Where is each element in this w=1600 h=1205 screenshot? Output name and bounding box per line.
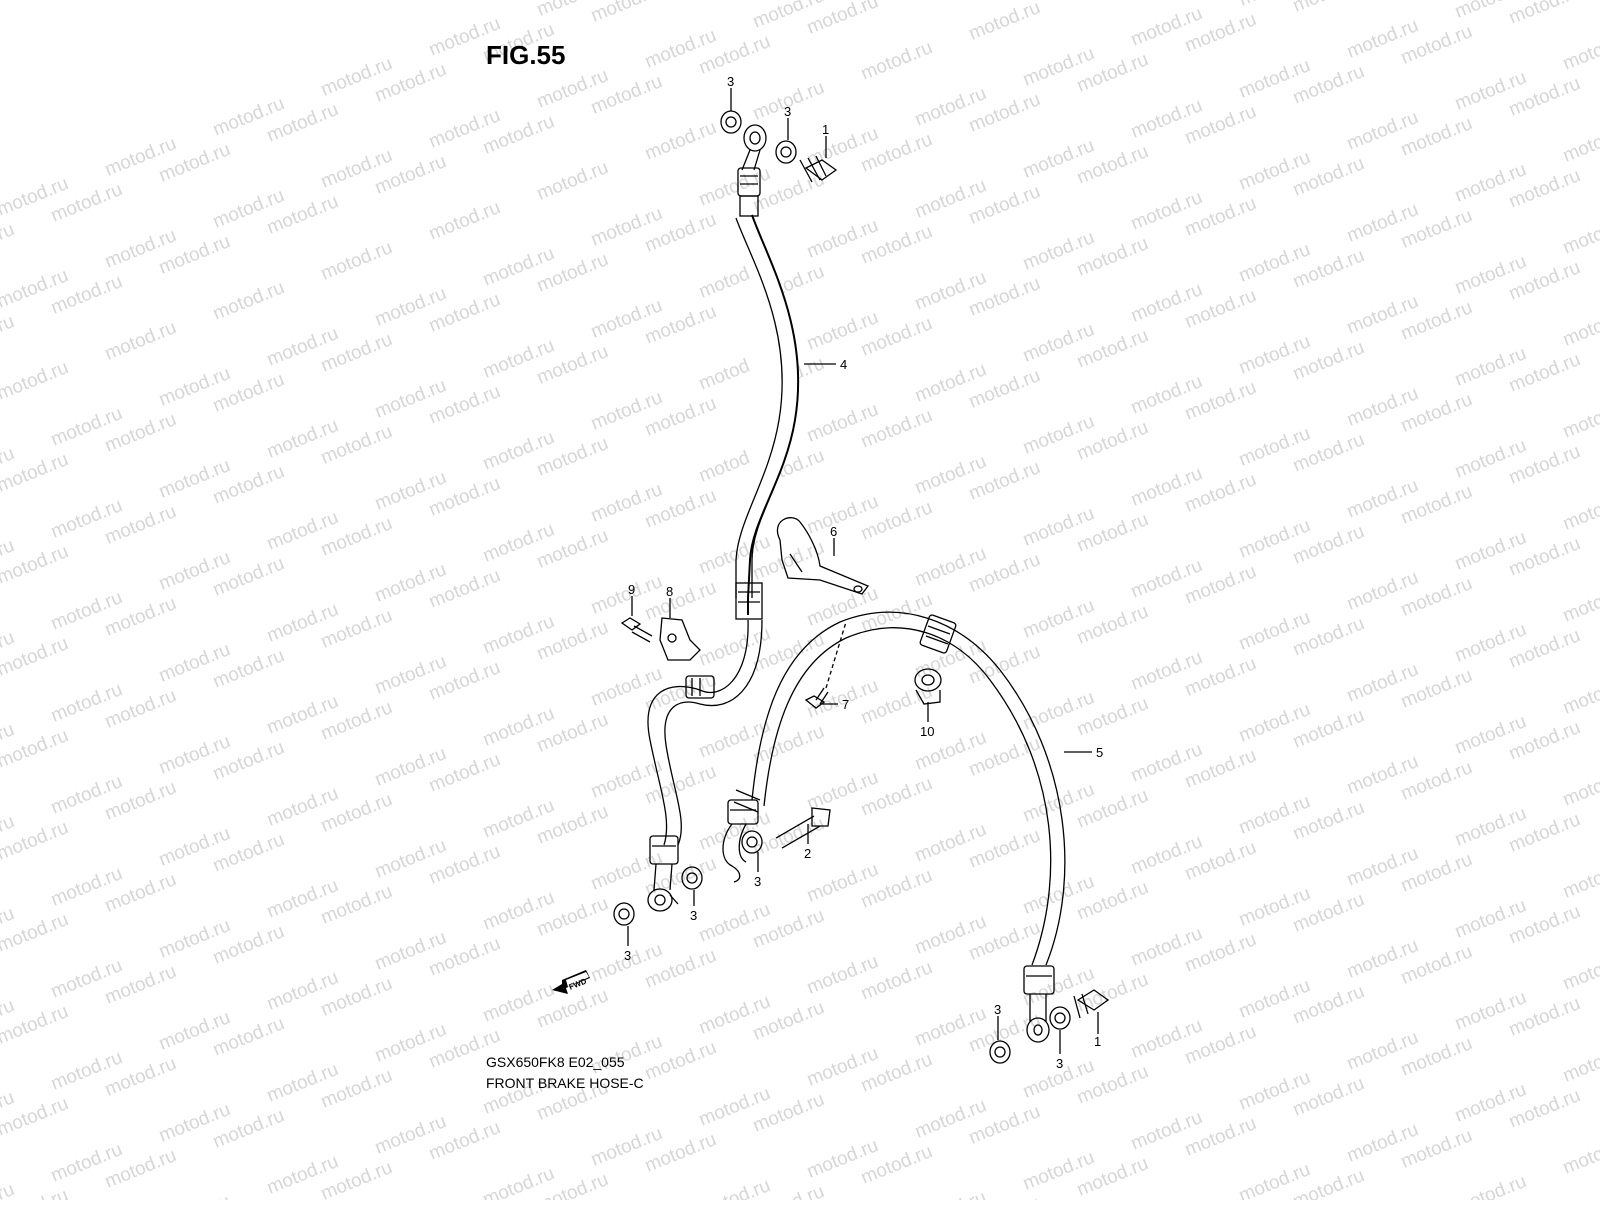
callout-1: 1 <box>1094 1034 1101 1049</box>
callout-3: 3 <box>690 908 697 923</box>
callout-3: 3 <box>1056 1056 1063 1071</box>
watermark-text: motod.ru <box>1560 395 1600 443</box>
clamp-bolt <box>804 621 847 709</box>
bracket-bolt <box>620 617 653 643</box>
watermark-text: motod.ru <box>0 311 17 359</box>
watermark-text: motod.ru <box>0 219 17 267</box>
callout-10: 10 <box>920 724 934 739</box>
union-bolt-bottom <box>1073 989 1110 1019</box>
union-bolt-middle <box>775 807 831 849</box>
watermark-text: motod.ru <box>1560 671 1600 719</box>
figure-caption: FRONT BRAKE HOSE-C <box>486 1075 644 1091</box>
watermark-text: motod.ru <box>534 157 611 205</box>
callout-3: 3 <box>727 74 734 89</box>
watermark-text: motod.ru <box>1560 303 1600 351</box>
callout-4: 4 <box>840 357 847 372</box>
watermark-text: motod.ru <box>912 1187 989 1200</box>
watermark-text: motod.ru <box>1074 0 1151 5</box>
callout-7: 7 <box>842 697 849 712</box>
callout-leaders <box>627 88 1099 1054</box>
callout-3: 3 <box>994 1002 1001 1017</box>
callout-6: 6 <box>830 524 837 539</box>
callout-numbers: 3 3 1 4 6 9 8 7 10 5 2 3 3 3 3 3 1 <box>624 74 1103 1071</box>
left-caliper-hose <box>647 619 763 912</box>
watermark-text: motod.ru <box>1560 579 1600 627</box>
watermark-text: motod.ru <box>1560 119 1600 167</box>
watermark-text: motod.ru <box>1452 1171 1529 1200</box>
callout-8: 8 <box>666 584 673 599</box>
watermark-text: motod.ru <box>210 277 287 325</box>
watermark-text: motod.ru <box>966 0 1043 45</box>
upper-brake-hose <box>735 124 800 620</box>
watermark-text: motod.ru <box>588 0 665 27</box>
figure-title: FIG.55 <box>486 40 566 70</box>
model-code: GSX650FK8 E02_055 <box>486 1054 625 1070</box>
watermark-text: motod.ru <box>0 1179 17 1200</box>
watermark-text: motod.ru <box>642 117 719 165</box>
watermark-text: motod.ru <box>696 1175 773 1200</box>
watermark-text: motod.ru <box>426 197 503 245</box>
watermark-text: motod.ru <box>156 1191 233 1200</box>
watermark-text: motod.ru <box>1560 947 1600 995</box>
watermark-text: motod.ru <box>0 357 71 405</box>
hose-clamp <box>777 517 870 595</box>
hose-clip <box>914 668 942 705</box>
callout-3: 3 <box>754 874 761 889</box>
washers <box>613 110 1071 1064</box>
watermark-text: motod.ru <box>1560 1131 1600 1179</box>
watermark-text: motod.ru <box>102 317 179 365</box>
watermark-text: motod.ru <box>1560 1039 1600 1087</box>
callout-1: 1 <box>822 122 829 137</box>
long-brake-hose <box>722 611 1066 1043</box>
callout-2: 2 <box>804 846 811 861</box>
forward-arrow: FWD <box>552 970 590 994</box>
watermark-text: motod.ru <box>858 37 935 85</box>
callout-5: 5 <box>1096 745 1103 760</box>
watermark-text: motod.ru <box>1560 27 1600 75</box>
watermark-text: motod.ru <box>1290 0 1367 17</box>
callout-9: 9 <box>628 582 635 597</box>
union-bolt-top <box>799 155 838 183</box>
watermark-text: motod.ru <box>1506 0 1583 29</box>
callout-3: 3 <box>784 104 791 119</box>
watermark-text: motod.ru <box>1560 855 1600 903</box>
hose-bracket <box>659 617 701 661</box>
watermark-text: motod.ru <box>1560 763 1600 811</box>
watermark-text: motod.ru <box>1560 487 1600 535</box>
watermark-text: motod.ru <box>318 237 395 285</box>
watermark-text: motod.ru <box>1560 211 1600 259</box>
callout-3: 3 <box>624 948 631 963</box>
